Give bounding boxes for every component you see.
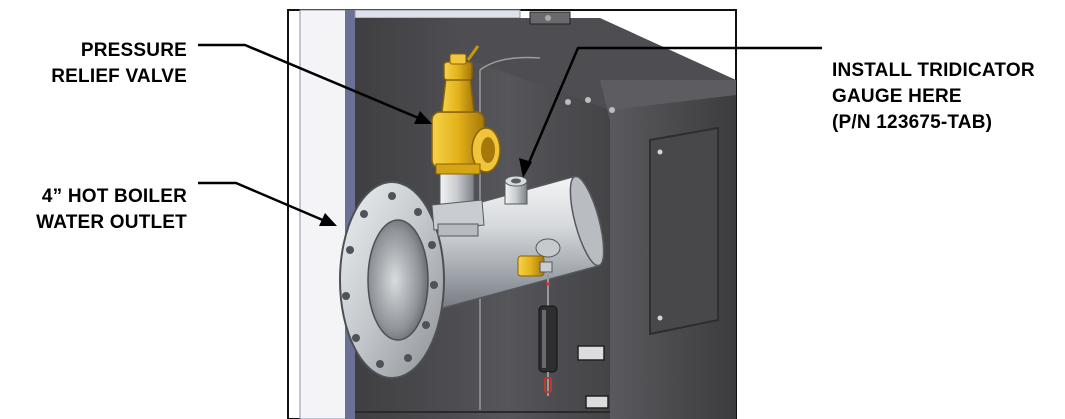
tridicator-label-line2: GAUGE HERE <box>832 86 962 107</box>
tridicator-label: INSTALL TRIDICATOR GAUGE HERE (P/N 12367… <box>832 58 1062 136</box>
leader-tridicator <box>523 46 822 173</box>
pressure-relief-valve-label-line2: RELIEF VALVE <box>51 66 187 87</box>
hot-boiler-outlet-label: 4” HOT BOILER WATER OUTLET <box>2 184 187 236</box>
hot-boiler-outlet-label-line1: 4” HOT BOILER <box>41 186 187 207</box>
arrowhead-hot-boiler-outlet <box>319 213 337 226</box>
pressure-relief-valve-label: PRESSURE RELIEF VALVE <box>40 38 187 90</box>
leader-hot-boiler-outlet <box>198 181 333 226</box>
brass-fitting <box>517 255 553 277</box>
tridicator-label-line3: (P/N 123675-TAB) <box>832 112 993 133</box>
pipe-flange <box>339 181 445 379</box>
pressure-relief-valve-label-line1: PRESSURE <box>80 40 187 61</box>
tridicator-label-line1: INSTALL TRIDICATOR <box>832 60 1035 81</box>
arrowhead-tridicator <box>519 158 532 178</box>
pressure-relief-valve <box>431 45 501 175</box>
hot-boiler-outlet-label-line2: WATER OUTLET <box>36 212 187 233</box>
leader-arrowheads <box>319 111 532 226</box>
arrowhead-pressure-relief-valve <box>414 111 432 124</box>
leader-lines <box>198 43 822 226</box>
leader-pressure-relief-valve <box>198 43 429 124</box>
probe-sensor <box>538 272 558 396</box>
